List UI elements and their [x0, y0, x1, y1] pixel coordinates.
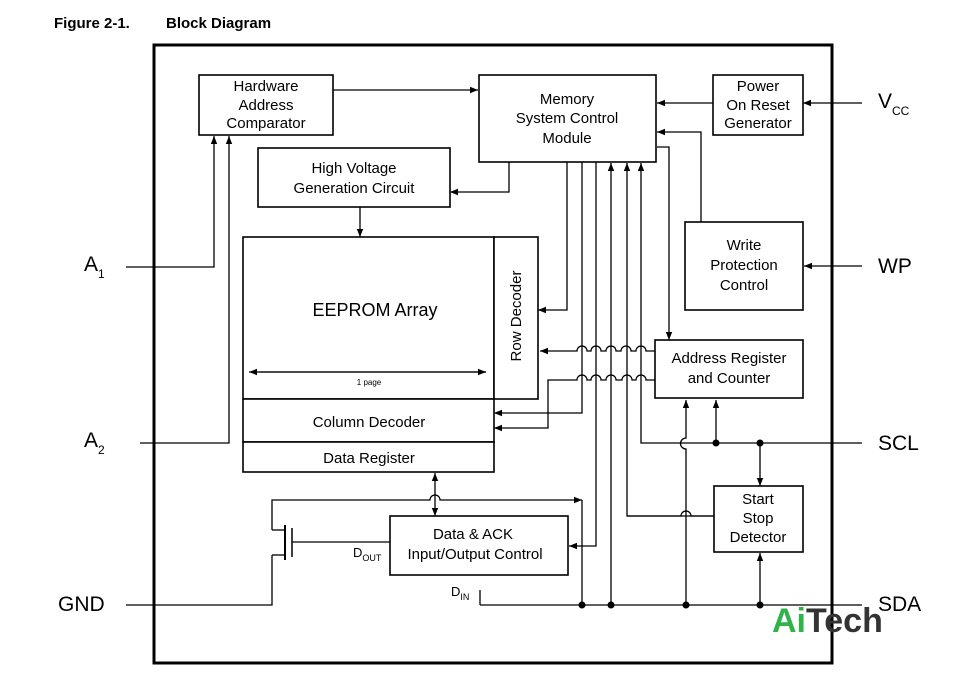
block-label: Detector	[730, 529, 787, 546]
high-voltage-generation-circuit: High Voltage Generation Circuit	[257, 147, 451, 208]
page-label: 1 page	[357, 378, 382, 387]
signal-din: DIN	[451, 584, 469, 602]
data-ack-io-control: Data & ACK Input/Output Control	[389, 515, 569, 576]
data-register: Data Register	[242, 441, 495, 473]
block-label: Data Register	[323, 450, 415, 467]
address-register-and-counter: Address Register and Counter	[654, 339, 804, 399]
block-label: Module	[542, 130, 591, 147]
pin-wp: WP	[878, 255, 912, 278]
pin-a1: A1	[84, 253, 105, 281]
block-label: System Control	[516, 110, 619, 127]
block-label: Address	[238, 97, 293, 114]
memory-system-control-module: Memory System Control Module	[478, 74, 657, 163]
block-label: Memory	[540, 91, 595, 108]
block-label: Column Decoder	[313, 414, 426, 431]
block-label: Generator	[724, 115, 792, 132]
block-label: Input/Output Control	[407, 546, 542, 563]
start-stop-detector: Start Stop Detector	[713, 485, 804, 553]
chip-boundary	[152, 43, 834, 665]
block-label: Row Decoder	[508, 271, 525, 362]
block-label: Generation Circuit	[294, 180, 416, 197]
column-decoder: Column Decoder	[242, 398, 495, 443]
block-label: Power	[737, 78, 780, 95]
signal-dout: DOUT	[353, 545, 382, 563]
write-protection-control: Write Protection Control	[684, 221, 804, 311]
block-label: Hardware	[233, 78, 298, 95]
block-label: and Counter	[688, 370, 771, 387]
power-on-reset-generator: Power On Reset Generator	[712, 74, 804, 136]
block-label: Control	[720, 277, 768, 294]
block-label: Data & ACK	[433, 526, 513, 543]
watermark-logo: AiTech	[772, 602, 883, 640]
block-label: Start	[742, 491, 775, 508]
eeprom-array: EEPROM Array 1 page	[242, 236, 495, 400]
pin-vcc: VCC	[878, 90, 910, 118]
pin-scl: SCL	[878, 432, 919, 455]
pin-a2: A2	[84, 429, 105, 457]
hardware-address-comparator: Hardware Address Comparator	[198, 74, 334, 136]
figure-title: Block Diagram	[166, 15, 271, 32]
block-label: High Voltage	[311, 160, 396, 177]
pin-sda: SDA	[878, 593, 921, 616]
figure-number: Figure 2-1.	[54, 15, 130, 32]
block-label: Address Register	[671, 350, 786, 367]
row-decoder: Row Decoder	[493, 236, 539, 400]
wiring	[126, 86, 862, 609]
block-label: EEPROM Array	[312, 300, 437, 320]
block-label: Protection	[710, 257, 778, 274]
block-label: Stop	[743, 510, 774, 527]
block-label: Comparator	[226, 115, 305, 132]
block-label: Write	[727, 237, 762, 254]
pin-gnd: GND	[58, 593, 105, 616]
block-label: On Reset	[726, 97, 790, 114]
